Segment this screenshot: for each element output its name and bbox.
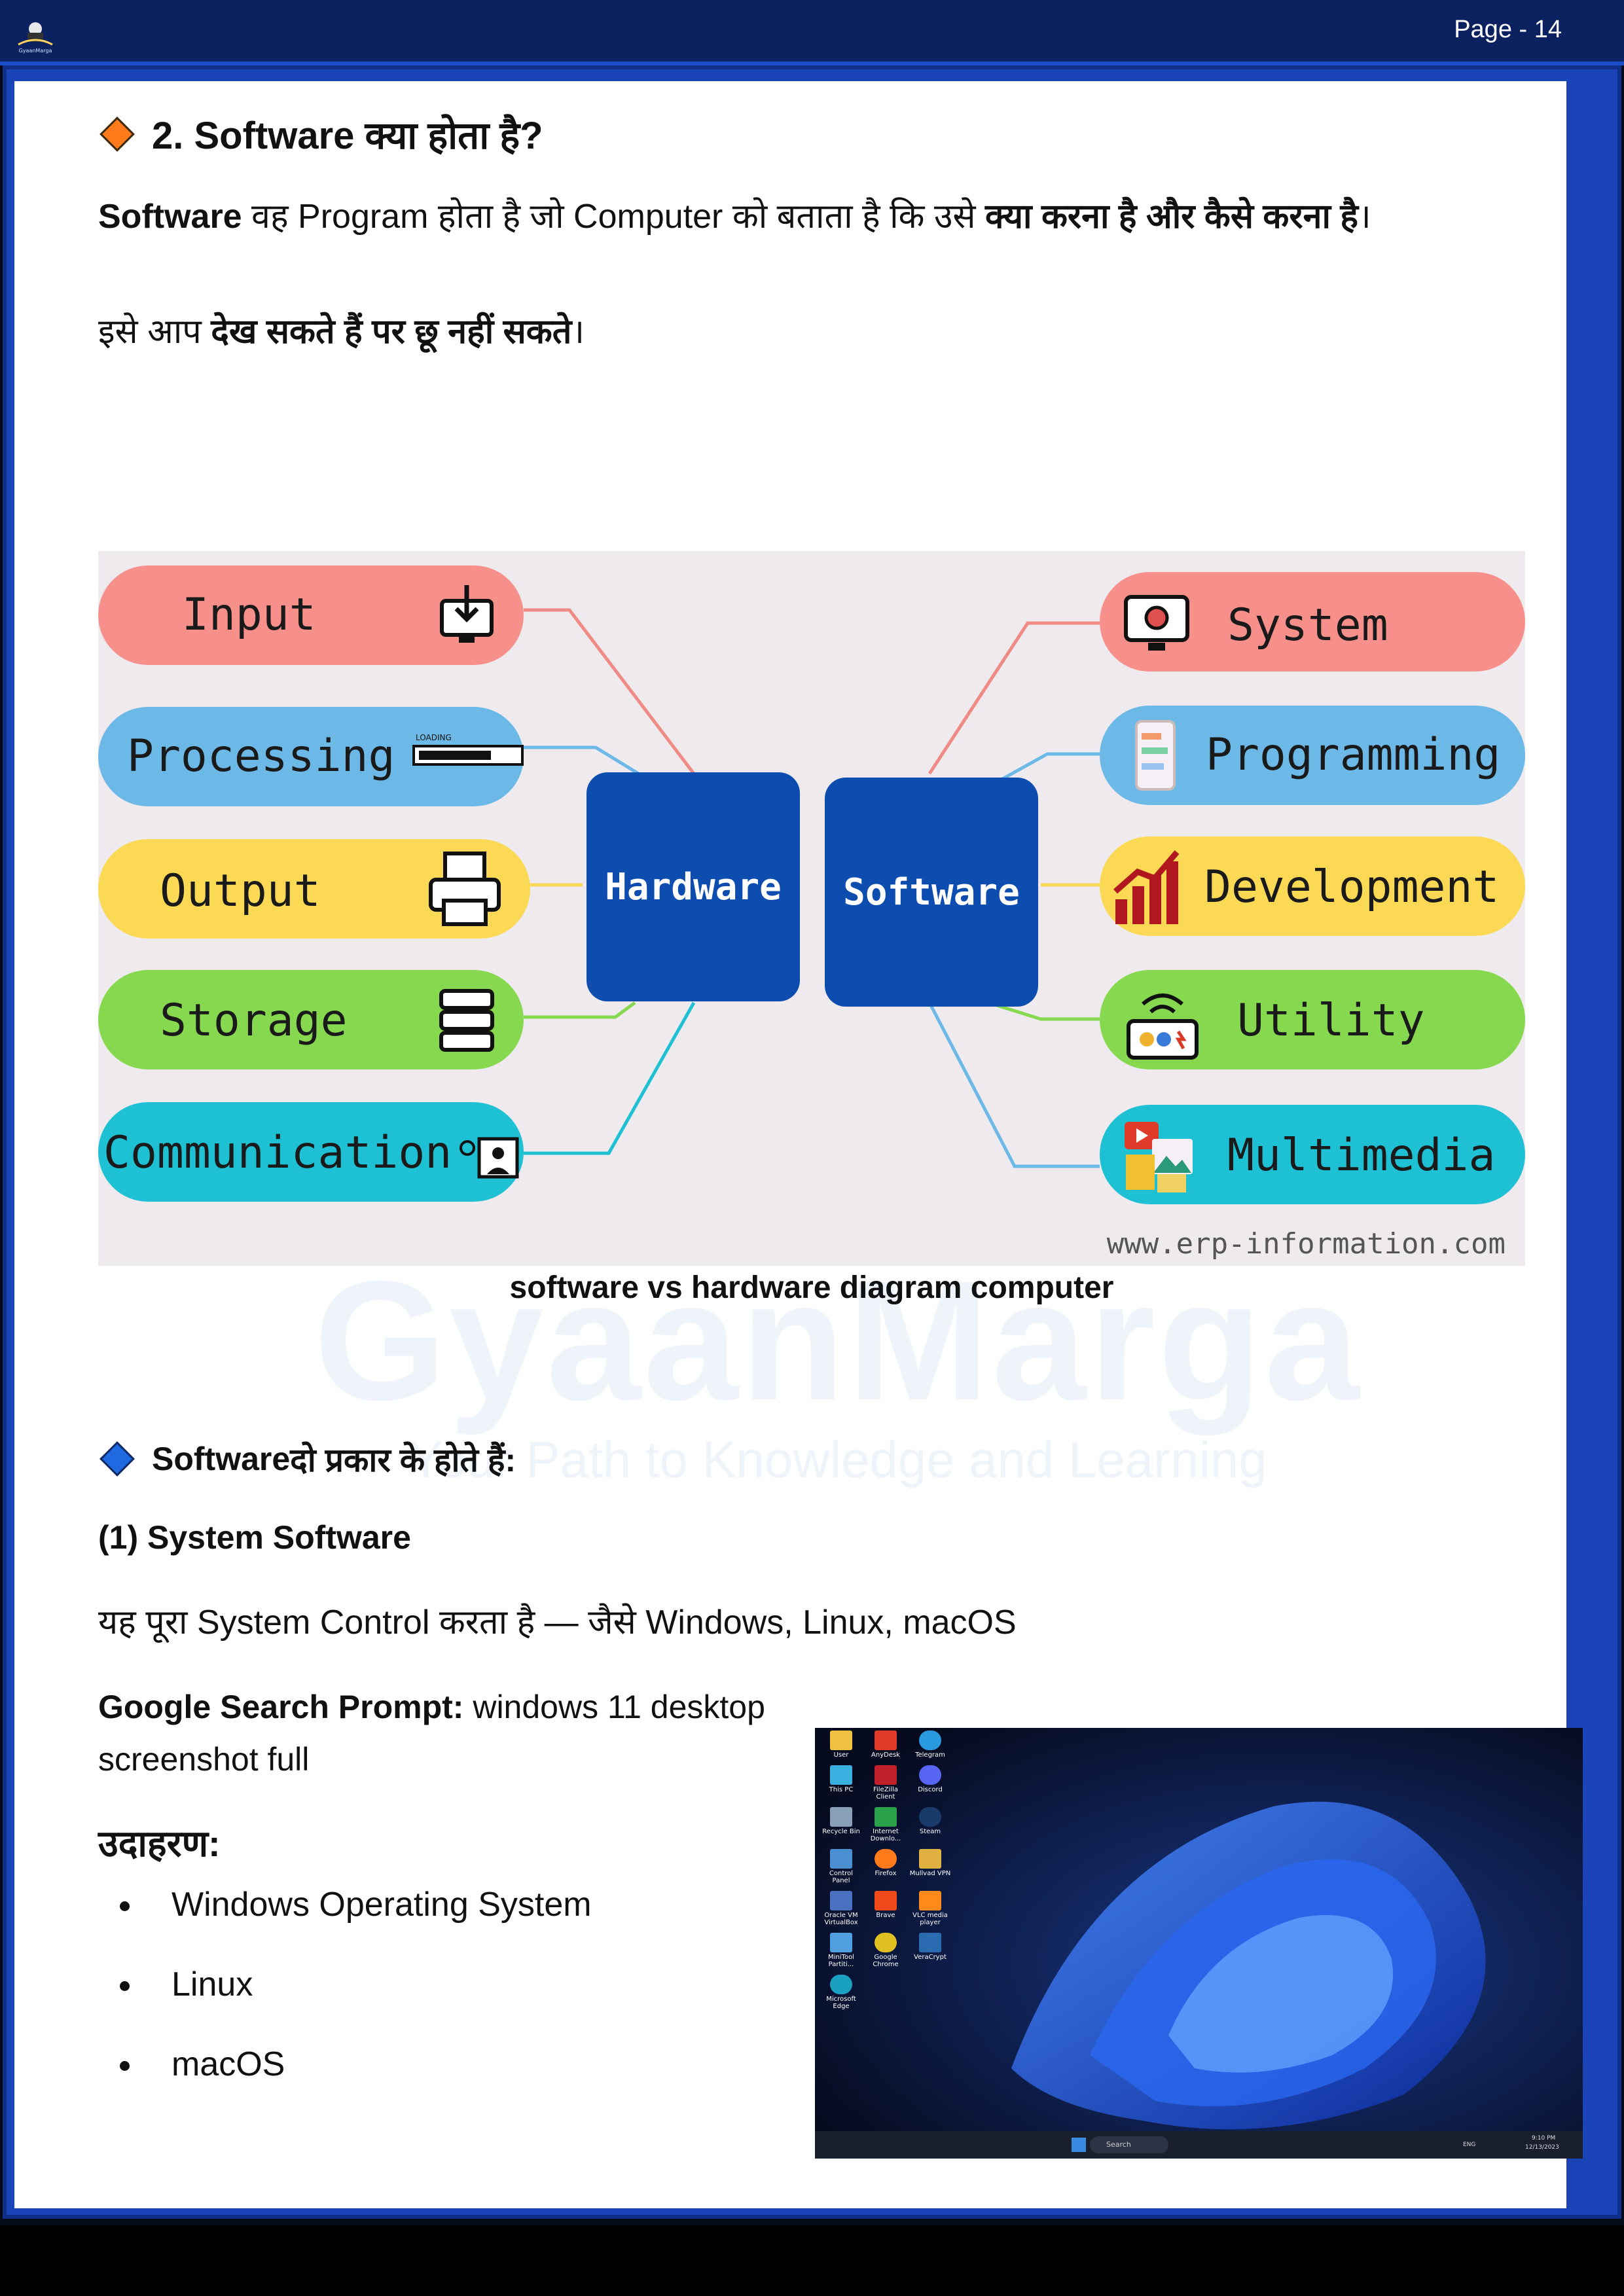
examples-heading: उदाहरण: (98, 1823, 221, 1864)
contact-card-icon (460, 1137, 519, 1179)
desktop-icon[interactable]: Brave (865, 1891, 907, 1926)
desktop-icon[interactable]: Microsoft Edge (820, 1975, 862, 2010)
windows-bloom-wallpaper (815, 1728, 1583, 2159)
loading-bar-icon (412, 745, 524, 766)
gear-monitor-icon (1124, 595, 1189, 651)
taskbar-time: 9:10 PM (1532, 2135, 1556, 2142)
footer-bar (0, 2225, 1624, 2296)
watermark-brand: GyaanMarga (314, 1246, 1362, 1436)
desktop-icon[interactable]: AnyDesk (865, 1731, 907, 1759)
desktop-icon[interactable]: Oracle VM VirtualBox (820, 1891, 862, 1926)
desktop-icon[interactable]: Control Panel (820, 1849, 862, 1884)
google-search-prompt: Google Search Prompt: windows 11 desktop… (98, 1689, 765, 1778)
list-item: Linux (144, 1965, 592, 2004)
pill-processing: Processing LOADING (98, 707, 524, 806)
windows-11-desktop-image: User AnyDesk Telegram This PC FileZilla … (815, 1728, 1583, 2159)
intro-line-2: इसे आप देख सकते हैं पर छू नहीं सकते। (98, 313, 585, 351)
pill-programming: Programming (1100, 706, 1525, 805)
desktop-icon[interactable]: MiniTool Partiti... (820, 1933, 862, 1968)
desktop-icon[interactable]: VeraCrypt (909, 1933, 951, 1968)
section-heading: 2. Software क्या होता है? (99, 108, 543, 160)
desktop-icon[interactable]: This PC (820, 1765, 862, 1801)
desktop-icon[interactable]: Recycle Bin (820, 1807, 862, 1842)
desktop-icon[interactable]: Firefox (865, 1849, 907, 1884)
desktop-icon[interactable]: Discord (909, 1765, 951, 1801)
desktop-icon[interactable]: Telegram (909, 1731, 951, 1759)
download-monitor-icon (440, 585, 494, 643)
svg-text:GyaanMarga: GyaanMarga (19, 48, 52, 54)
server-icon (439, 989, 494, 1052)
pill-utility: Utility (1100, 970, 1525, 1069)
list-item: macOS (144, 2045, 592, 2084)
blue-diamond-icon (99, 1441, 135, 1477)
watermark-tagline: Your Path to Knowledge and Learning (408, 1431, 1267, 1488)
gyaanmarga-logo-icon: GyaanMarga (18, 22, 53, 54)
pill-storage: Storage (98, 970, 524, 1069)
software-box: Software (825, 778, 1038, 1007)
utility-tools-icon (1127, 994, 1199, 1060)
desktop-icon[interactable]: Internet Downlo... (865, 1807, 907, 1842)
printer-icon (429, 852, 501, 926)
taskbar-date: 12/13/2023 (1525, 2144, 1559, 2151)
diagram-caption: software vs hardware diagram computer (509, 1270, 1114, 1305)
intro-paragraph: Software वह Program होता है जो Computer … (98, 198, 1371, 236)
pill-system: System (1100, 572, 1525, 672)
growth-chart-icon (1113, 850, 1180, 924)
desktop-icon[interactable]: FileZilla Client (865, 1765, 907, 1801)
taskbar-lang: ENG (1463, 2142, 1476, 2148)
desktop-icon[interactable]: Steam (909, 1807, 951, 1842)
loading-text: LOADING (416, 733, 452, 742)
types-heading: Software दो प्रकार के होते हैं: (99, 1437, 516, 1481)
taskbar-search[interactable]: Search (1106, 2140, 1131, 2149)
pill-development: Development (1100, 836, 1525, 936)
pill-input: Input (98, 565, 524, 665)
page-number: Page - 14 (1454, 16, 1562, 43)
desktop-icon-grid: User AnyDesk Telegram This PC FileZilla … (820, 1731, 958, 2010)
desktop-icon[interactable]: User (820, 1731, 862, 1759)
code-file-icon (1135, 720, 1176, 791)
examples-list: Windows Operating System Linux macOS (144, 1885, 592, 2125)
header-bar: GyaanMarga Page - 14 (0, 0, 1624, 65)
hardware-box: Hardware (586, 772, 800, 1001)
system-software-desc: यह पूरा System Control करता है — जैसे Wi… (98, 1604, 1017, 1641)
pill-output: Output (98, 839, 530, 939)
desktop-icon[interactable]: VLC media player (909, 1891, 951, 1926)
pill-communication: Communication (98, 1102, 524, 1202)
orange-diamond-icon (99, 116, 135, 152)
hardware-software-diagram: Input Processing LOADING Output Storage (98, 551, 1525, 1266)
system-software-heading: (1) System Software (98, 1519, 411, 1556)
multimedia-icon (1125, 1122, 1193, 1193)
desktop-icon[interactable]: Mullvad VPN (909, 1849, 951, 1884)
diagram-credit: www.erp-information.com (1106, 1227, 1506, 1261)
pill-multimedia: Multimedia (1100, 1105, 1525, 1204)
desktop-icon[interactable]: Google Chrome (865, 1933, 907, 1968)
list-item: Windows Operating System (144, 1885, 592, 1924)
